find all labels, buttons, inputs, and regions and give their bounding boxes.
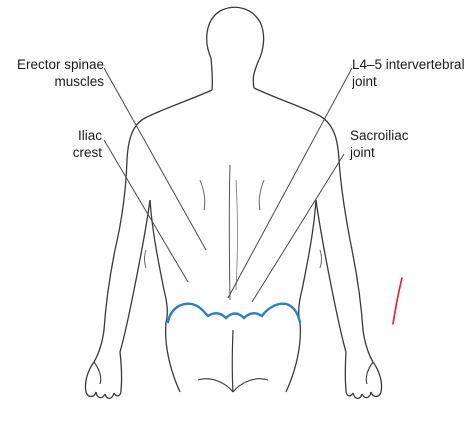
right-arm-inner xyxy=(316,200,346,352)
label-l45-line1: L4–5 intervertebral xyxy=(352,56,472,73)
left-arm-inner xyxy=(120,200,150,352)
label-sacroiliac-joint: Sacroiliac joint xyxy=(350,127,460,161)
right-hand xyxy=(345,352,381,398)
red-pen-mark xyxy=(393,278,402,324)
label-iliac-line2: crest xyxy=(34,144,102,161)
scapula-left xyxy=(200,180,205,210)
label-l45-joint: L4–5 intervertebral joint xyxy=(352,56,472,90)
right-buttock xyxy=(233,379,268,392)
iliac-crest-highlight xyxy=(168,304,300,322)
left-buttock xyxy=(198,379,233,392)
label-erector-line2: muscles xyxy=(0,73,104,90)
label-erector-line1: Erector spinae xyxy=(0,56,104,73)
neck-left xyxy=(211,58,212,90)
spine-line xyxy=(229,165,230,300)
scapula-right xyxy=(259,180,264,210)
leader-iliac xyxy=(104,140,188,282)
left-hand xyxy=(85,352,121,398)
label-sacroiliac-line1: Sacroiliac xyxy=(350,127,460,144)
label-iliac-line1: Iliac xyxy=(34,127,102,144)
label-l45-line2: joint xyxy=(352,73,472,90)
label-iliac-crest: Iliac crest xyxy=(34,127,102,161)
label-erector-spinae: Erector spinae muscles xyxy=(0,56,104,90)
leader-erector xyxy=(104,68,206,250)
torso-left-side xyxy=(150,200,167,322)
label-sacroiliac-line2: joint xyxy=(350,144,460,161)
torso-right-side xyxy=(299,200,316,322)
gluteal-cleft xyxy=(232,330,233,392)
head-outline xyxy=(207,7,264,88)
